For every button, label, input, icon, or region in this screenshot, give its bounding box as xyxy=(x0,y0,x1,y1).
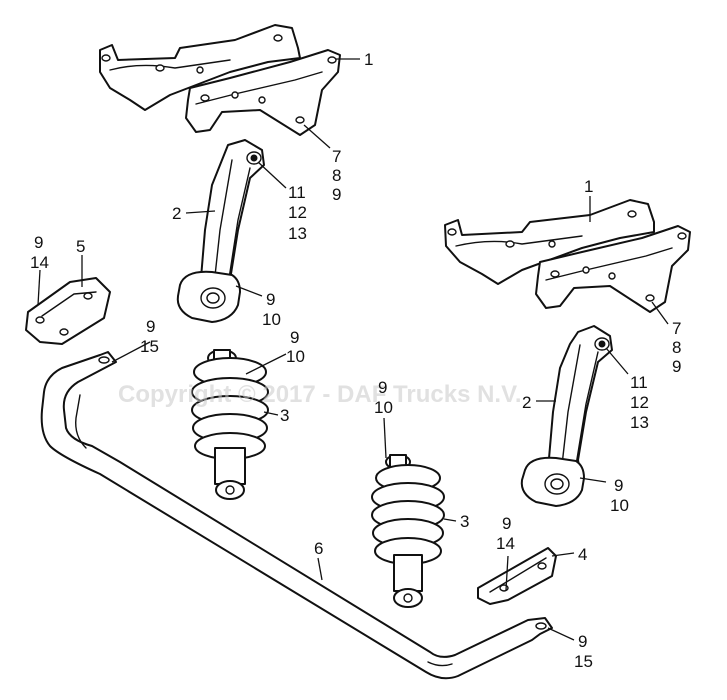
callout-plate-right-fix-9: 9 xyxy=(502,514,511,533)
callout-shock-right-top-9: 9 xyxy=(378,378,387,397)
callout-bar-end-left-9: 9 xyxy=(146,317,155,336)
callout-link-top-bush-10: 10 xyxy=(262,310,281,329)
callout-link-top-pin-12: 12 xyxy=(288,203,307,222)
callout-shock-right-3: 3 xyxy=(460,512,469,531)
callout-link-top-bush-9: 9 xyxy=(266,290,275,309)
callout-bracket-right-fix-8: 8 xyxy=(672,338,681,357)
callout-bracket-top-1: 1 xyxy=(364,50,373,69)
callout-link-right-bush-10: 10 xyxy=(610,496,629,515)
shock-absorber-left xyxy=(191,349,269,500)
callout-bar-end-right-9: 9 xyxy=(578,632,587,651)
bracket-right xyxy=(444,199,691,313)
callout-bar-end-right-15: 15 xyxy=(574,652,593,671)
callout-plate-right-fix-14: 14 xyxy=(496,534,515,553)
callout-link-top-2: 2 xyxy=(172,204,181,223)
callout-shock-right-top-10: 10 xyxy=(374,398,393,417)
callout-link-right-pin-13: 13 xyxy=(630,413,649,432)
callout-plate-left-5: 5 xyxy=(76,237,85,256)
callout-shock-left-top-9: 9 xyxy=(290,328,299,347)
callout-plate-left-fix-14: 14 xyxy=(30,253,49,272)
callout-link-right-pin-11: 11 xyxy=(630,373,648,392)
shock-absorber-right xyxy=(371,454,445,608)
callout-bracket-right-fix-9: 9 xyxy=(672,357,681,376)
callout-shock-left-3: 3 xyxy=(280,406,289,425)
copyright-watermark: Copyright © 2017 - DAF Trucks N.V. xyxy=(118,381,522,408)
callout-link-right-bush-9: 9 xyxy=(614,476,623,495)
callout-link-top-pin-13: 13 xyxy=(288,224,307,243)
link-top xyxy=(176,139,265,323)
callout-link-right-2: 2 xyxy=(522,393,531,412)
callout-bracket-top-fix-9: 9 xyxy=(332,185,341,204)
callout-stabilizer-bar-6: 6 xyxy=(314,539,323,558)
callout-plate-right-4: 4 xyxy=(578,545,587,564)
plate-left xyxy=(25,277,111,345)
leader-lines xyxy=(37,58,669,641)
plate-right xyxy=(477,547,557,605)
callout-bracket-right-fix-7: 7 xyxy=(672,319,681,338)
callout-link-right-pin-12: 12 xyxy=(630,393,649,412)
callout-bracket-top-fix-7: 7 xyxy=(332,147,341,166)
callout-link-top-pin-11: 11 xyxy=(288,183,306,202)
callout-bracket-top-fix-8: 8 xyxy=(332,166,341,185)
callout-bracket-right-1: 1 xyxy=(584,177,593,196)
callout-labels: 1 7 8 9 11 12 13 2 9 10 5 9 14 9 15 9 10… xyxy=(30,50,681,671)
stabilizer-bar xyxy=(40,351,553,680)
link-right xyxy=(520,325,613,507)
callout-bar-end-left-15: 15 xyxy=(140,337,159,356)
bracket-top-left xyxy=(99,24,341,136)
callout-shock-left-top-10: 10 xyxy=(286,347,305,366)
callout-plate-left-fix-9: 9 xyxy=(34,233,43,252)
